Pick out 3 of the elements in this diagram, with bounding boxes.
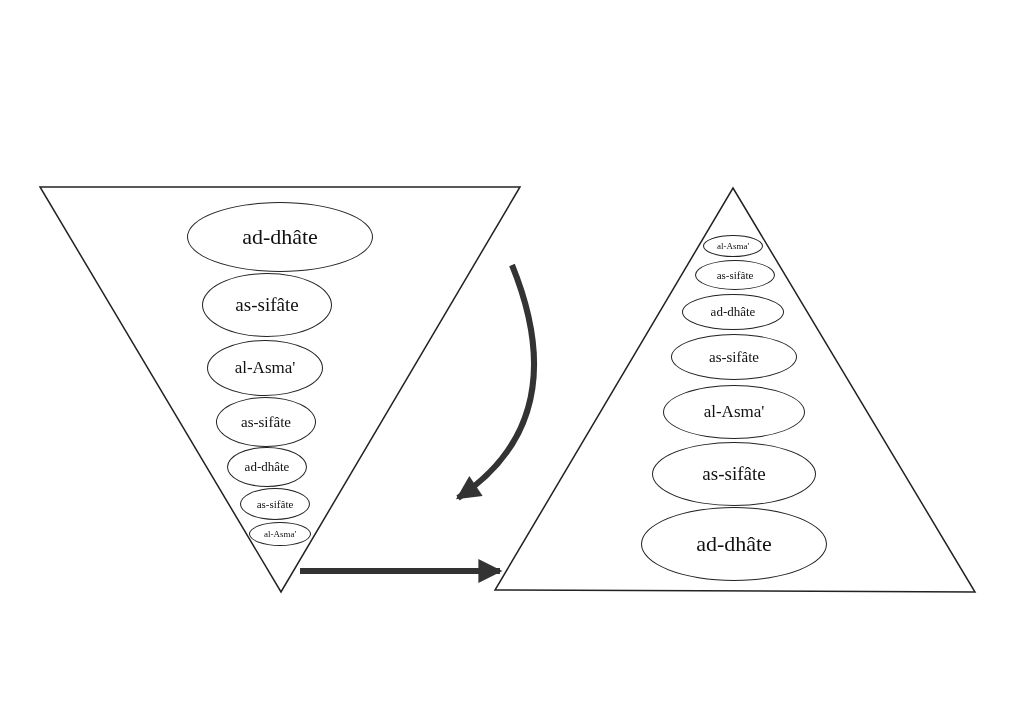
arrow <box>300 559 503 583</box>
triangle-outline <box>40 187 520 592</box>
triangle-outline <box>495 188 975 592</box>
